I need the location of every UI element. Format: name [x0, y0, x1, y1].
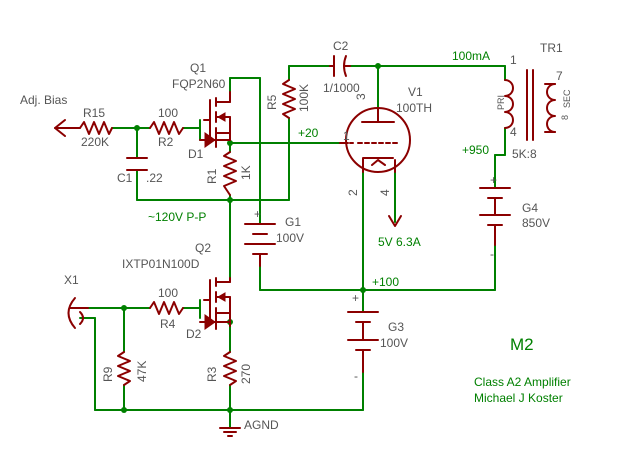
r9-resistor: [117, 351, 131, 386]
wires: [79, 65, 506, 429]
c1-value: .22: [146, 171, 163, 185]
g3-minus: -: [354, 369, 358, 383]
v1-part: 100TH: [396, 101, 432, 115]
g1-value: 100V: [276, 231, 304, 245]
g3-value: 100V: [380, 336, 408, 350]
vpp-label: ~120V P-P: [148, 210, 206, 224]
x1-name: X1: [64, 273, 79, 287]
r5-name: R5: [265, 94, 279, 110]
v1-pin3: 3: [354, 93, 368, 100]
g3-battery: [347, 311, 379, 373]
r5-value: 100K: [297, 84, 311, 112]
tr1-pin7: 7: [556, 69, 563, 83]
g4-battery: [479, 187, 511, 246]
q2-part: IXTP01N100D: [122, 257, 200, 271]
r4-resistor: [149, 301, 184, 315]
q2-name: Q2: [195, 241, 211, 255]
c2-value: 1/1000: [323, 81, 360, 95]
g1-battery: [244, 223, 276, 267]
subtitle-line2: Michael J Koster: [474, 391, 563, 405]
q1-name: Q1: [190, 61, 206, 75]
g3-plus: +: [352, 291, 359, 305]
d2-diode: [199, 314, 231, 330]
c2-name: C2: [333, 39, 349, 53]
d2-name: D2: [186, 327, 202, 341]
tr1-sec-label: SEC: [562, 89, 572, 108]
g3-name: G3: [388, 320, 404, 334]
g4-value: 850V: [522, 216, 550, 230]
r3-resistor: [223, 351, 237, 386]
adj-bias-arrow: [54, 119, 81, 137]
subtitle-line1: Class A2 Amplifier: [474, 375, 571, 389]
g4-minus: -: [490, 247, 494, 261]
r9-value: 47K: [135, 361, 149, 382]
r15-resistor: [79, 121, 113, 135]
plus20-label: +20: [298, 126, 319, 140]
r3-value: 270: [239, 364, 253, 384]
r1-name: R1: [205, 168, 219, 184]
v1-name: V1: [408, 85, 423, 99]
v1-pin4: 4: [378, 189, 392, 196]
v1-pin1: 1: [343, 129, 350, 143]
g4-plus: +: [490, 173, 497, 187]
r4-name: R4: [160, 317, 176, 331]
heater-label: 5V 6.3A: [378, 235, 421, 249]
tr1-pin4: 4: [510, 125, 517, 139]
r2-value: 100: [158, 106, 178, 120]
junction-dots: [121, 63, 381, 413]
q1-part: FQP2N60: [172, 77, 226, 91]
r1-resistor: [223, 151, 237, 196]
r2-resistor: [149, 121, 184, 135]
g1-plus: +: [254, 207, 261, 221]
g1-name: G1: [285, 215, 301, 229]
tr1-transformer: [504, 69, 556, 141]
tr1-pri-label: PRI: [496, 95, 506, 110]
c1-capacitor: [126, 157, 148, 171]
agnd-label: AGND: [244, 418, 279, 432]
x1-input-jack: [67, 297, 89, 329]
v1-triode: [339, 107, 411, 173]
current-100ma-label: 100mA: [452, 49, 490, 63]
adj-bias-label: Adj. Bias: [20, 93, 67, 107]
r5-resistor: [282, 79, 296, 119]
r9-name: R9: [101, 366, 115, 382]
q1-mosfet: [203, 91, 231, 141]
plus950-label: +950: [462, 143, 489, 157]
tr1-name: TR1: [540, 41, 563, 55]
d1-name: D1: [188, 147, 204, 161]
c1-name: C1: [117, 171, 133, 185]
g4-name: G4: [522, 201, 538, 215]
r1-value: 1K: [239, 165, 253, 180]
d1-diode: [199, 132, 231, 148]
plus100-label: +100: [372, 275, 399, 289]
r15-name: R15: [83, 106, 105, 120]
c2-capacitor: [329, 55, 351, 77]
v1-pin2: 2: [346, 189, 360, 196]
r3-name: R3: [205, 366, 219, 382]
agnd-symbol: [219, 427, 241, 437]
title-label: M2: [510, 335, 534, 354]
heater-arrow: [388, 215, 402, 227]
r4-value: 100: [158, 286, 178, 300]
r2-name: R2: [158, 135, 174, 149]
tr1-pin1: 1: [510, 53, 517, 67]
tr1-pin8: 8: [560, 115, 570, 120]
r15-value: 220K: [81, 135, 109, 149]
tr1-ratio: 5K:8: [512, 147, 537, 161]
